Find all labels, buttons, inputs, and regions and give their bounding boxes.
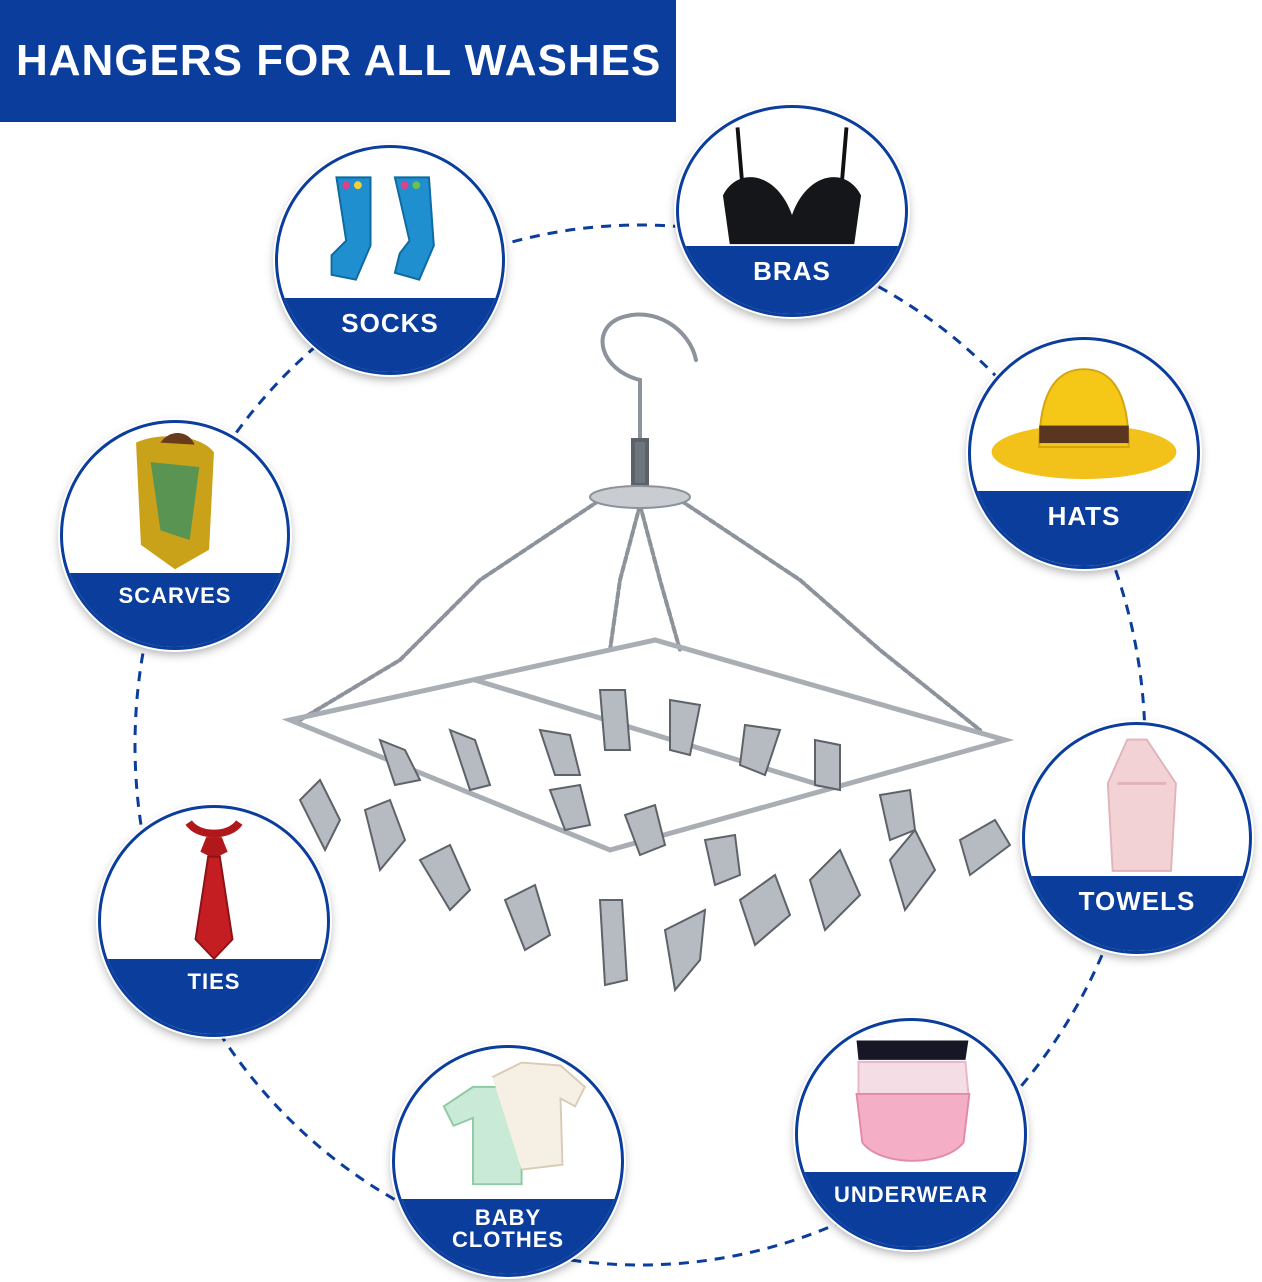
socks-icon [330, 176, 435, 281]
title-banner: HANGERS FOR ALL WASHES [0, 0, 676, 122]
tie-icon [185, 819, 243, 961]
underwear-icon [855, 1040, 971, 1162]
hat-icon [991, 368, 1177, 480]
category-socks: SOCKS [275, 145, 505, 375]
category-baby-clothes: BABY CLOTHES [392, 1045, 624, 1277]
category-label-baby-clothes: BABY CLOTHES [395, 1199, 621, 1274]
category-ties: TIES [98, 805, 330, 1037]
baby-clothes-icon [442, 1061, 587, 1186]
category-label-ties: TIES [101, 959, 327, 1034]
category-scarves: SCARVES [60, 420, 290, 650]
category-label-socks: SOCKS [278, 298, 502, 372]
category-hats: HATS [968, 337, 1200, 569]
category-label-bras: BRAS [679, 246, 905, 314]
category-towels: TOWELS [1022, 722, 1252, 954]
category-label-underwear: UNDERWEAR [798, 1172, 1024, 1247]
bra-icon [722, 127, 862, 245]
banner-title: HANGERS FOR ALL WASHES [16, 36, 662, 85]
scarf-icon [136, 432, 214, 570]
towel-icon [1106, 738, 1177, 872]
category-label-hats: HATS [971, 491, 1197, 566]
category-bras: BRAS [676, 105, 908, 317]
category-label-scarves: SCARVES [63, 573, 287, 647]
category-underwear: UNDERWEAR [795, 1018, 1027, 1250]
category-label-towels: TOWELS [1025, 876, 1249, 951]
